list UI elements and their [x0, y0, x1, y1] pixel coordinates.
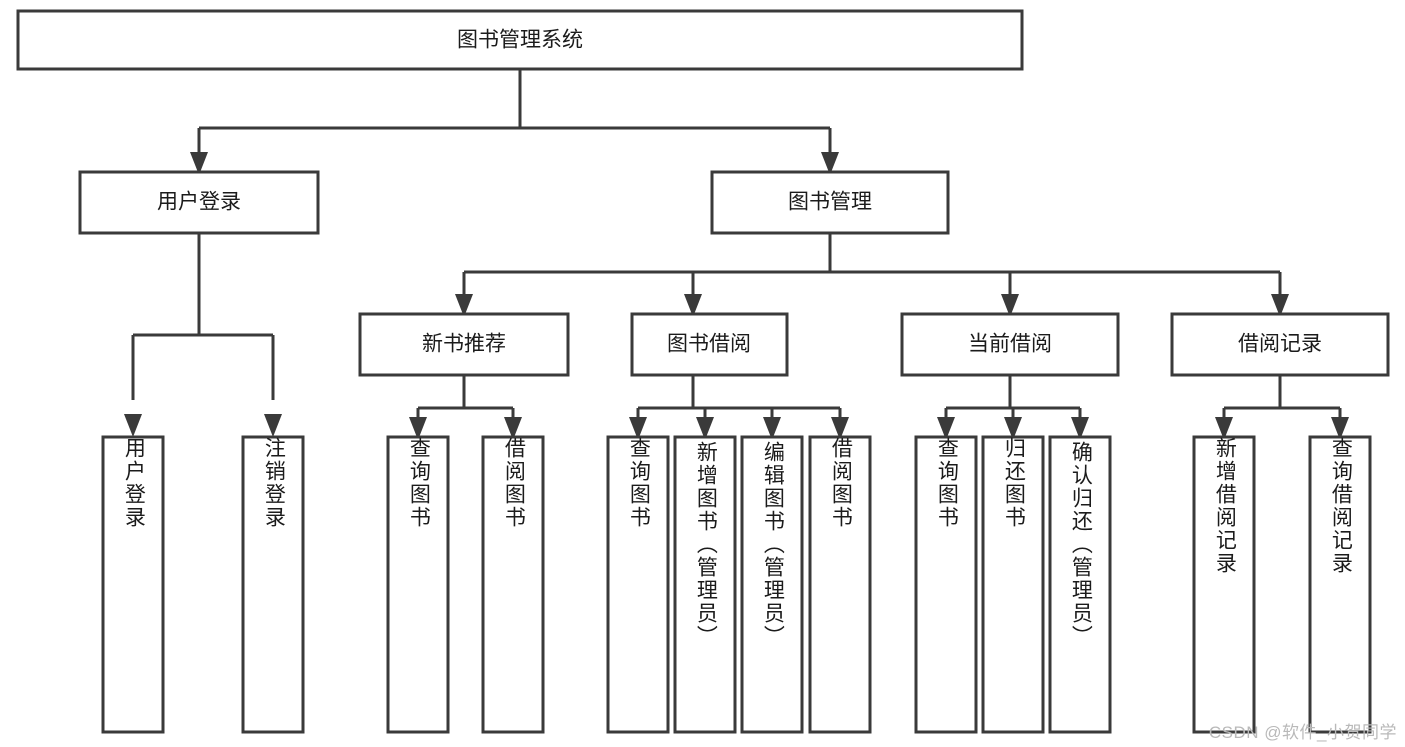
node-book-management[interactable]: 图书管理 — [710, 170, 950, 235]
node-current-borrow[interactable]: 当前借阅 — [900, 312, 1120, 377]
leaf-book-borrow-1[interactable] — [606, 435, 670, 734]
leaf-book-borrow-4[interactable] — [808, 435, 872, 734]
leaf-current-borrow-3[interactable] — [1048, 435, 1112, 734]
node-root-label: 图书管理系统 — [457, 29, 583, 52]
node-borrow-record-label: 借阅记录 — [1238, 333, 1322, 356]
leaf-new-book-2[interactable] — [481, 435, 545, 734]
connector-group-current-borrow — [944, 375, 1082, 420]
node-user-login-label: 用户登录 — [157, 191, 241, 214]
node-borrow-record[interactable]: 借阅记录 — [1170, 312, 1390, 377]
leaf-book-borrow-2[interactable] — [673, 435, 737, 734]
connector-group-book-borrow — [636, 375, 842, 420]
connector-group-user-login — [131, 233, 275, 400]
node-book-borrow-label: 图书借阅 — [667, 333, 751, 356]
connector-group-new-book-recommend — [416, 375, 515, 420]
node-book-borrow[interactable]: 图书借阅 — [630, 312, 789, 377]
connector-group-borrow-record — [1222, 375, 1342, 420]
node-book-management-label: 图书管理 — [788, 191, 872, 214]
connector-group-book-manage — [462, 233, 1282, 296]
arrow-user-login-leaf-2 — [264, 414, 282, 437]
connector-group-root — [197, 69, 832, 156]
node-root-book-management-system[interactable]: 图书管理系统 — [16, 9, 1024, 71]
arrow-user-login-leaf-1 — [124, 414, 142, 437]
node-user-login[interactable]: 用户登录 — [78, 170, 320, 235]
leaf-user-login-1[interactable] — [101, 435, 165, 734]
node-new-book-recommend-label: 新书推荐 — [422, 333, 506, 356]
leaf-user-login-2[interactable] — [241, 435, 305, 734]
node-new-book-recommend[interactable]: 新书推荐 — [358, 312, 570, 377]
leaf-current-borrow-2[interactable] — [981, 435, 1045, 734]
leaf-new-book-1[interactable] — [386, 435, 450, 734]
leaf-book-borrow-3[interactable] — [740, 435, 804, 734]
leaf-borrow-record-2[interactable] — [1308, 435, 1372, 734]
leaf-borrow-record-1[interactable] — [1192, 435, 1256, 734]
node-current-borrow-label: 当前借阅 — [968, 333, 1052, 356]
leaf-current-borrow-1[interactable] — [914, 435, 978, 734]
